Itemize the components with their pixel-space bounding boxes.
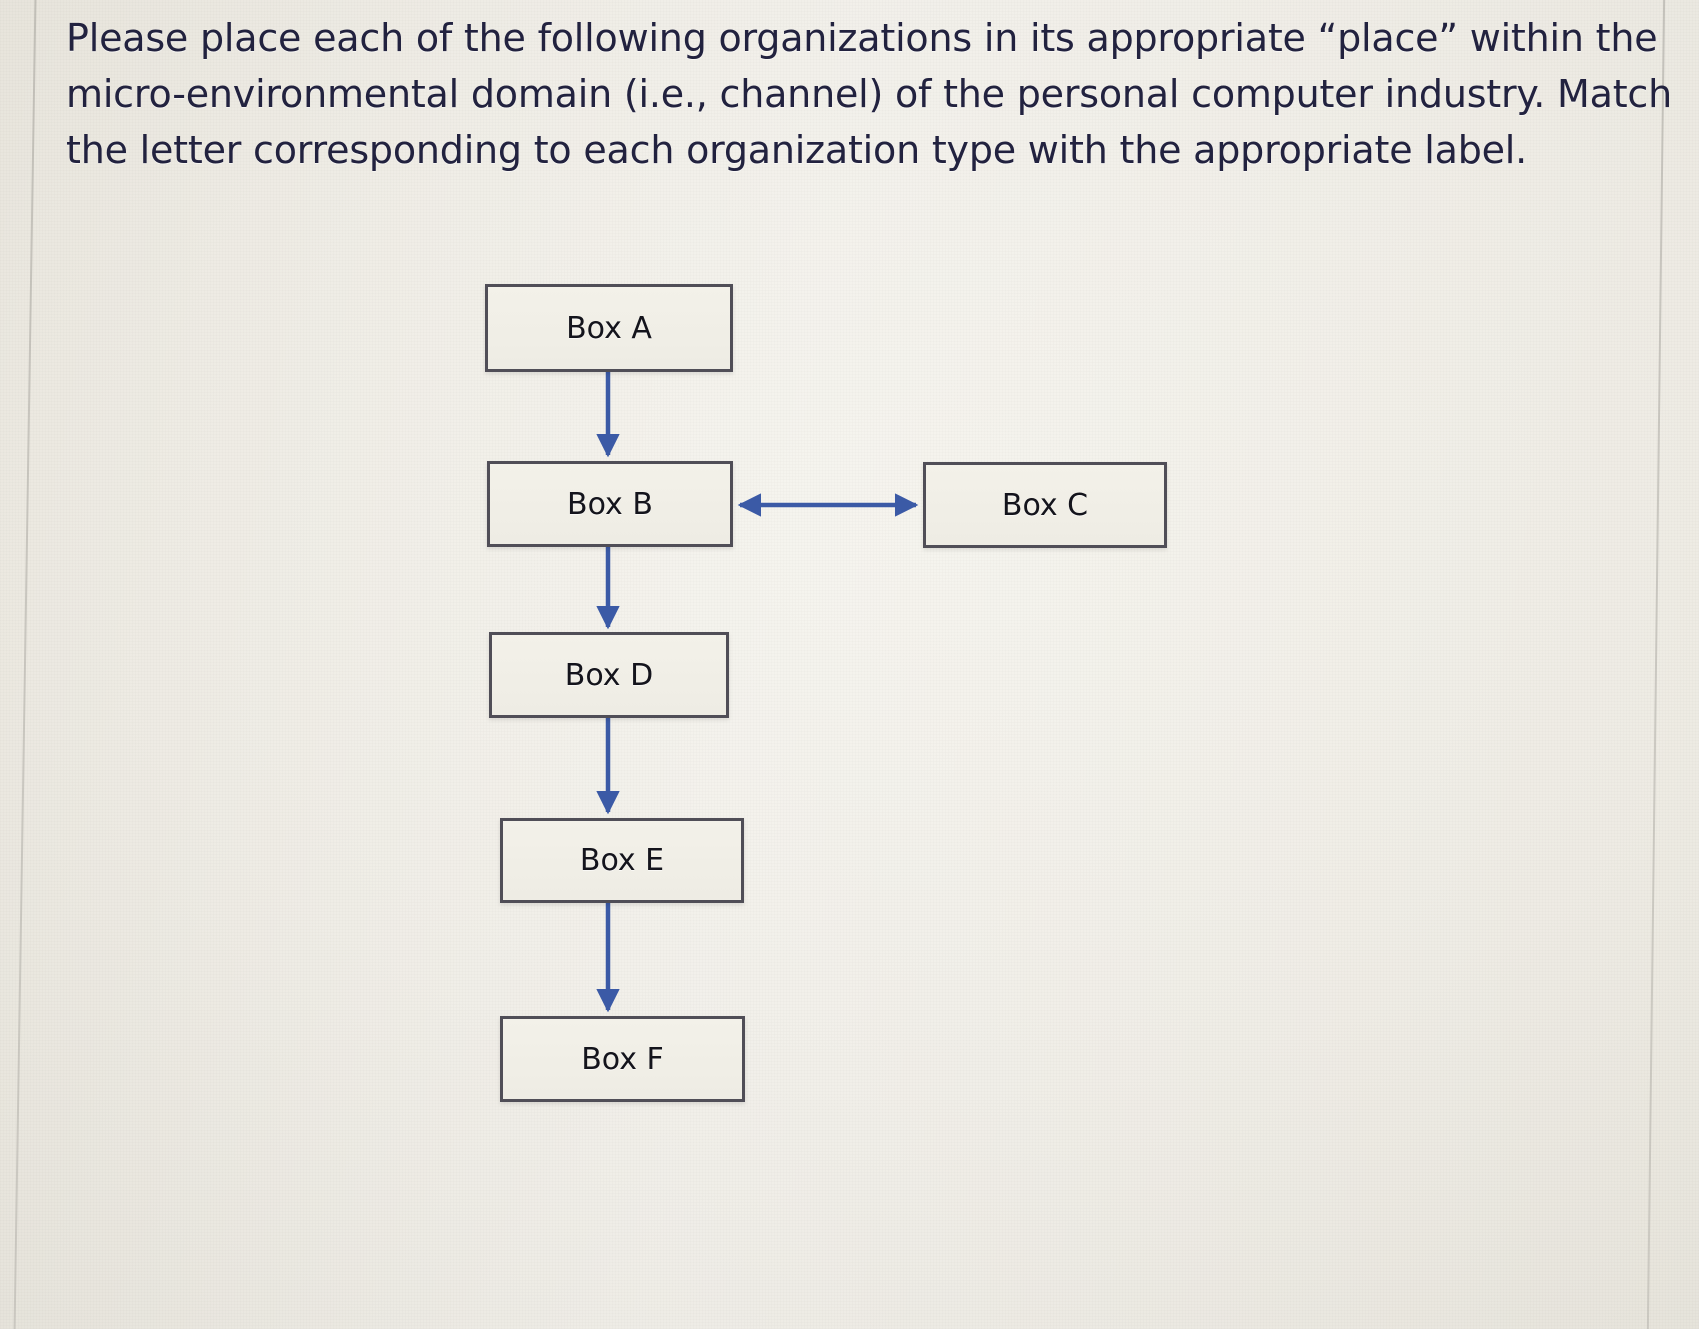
question-prompt: Please place each of the following organ… bbox=[66, 10, 1673, 178]
node-label-box-c: Box C bbox=[1001, 487, 1089, 523]
flowchart-node-box-e[interactable]: Box E bbox=[500, 818, 744, 903]
flowchart-node-box-d[interactable]: Box D bbox=[489, 632, 729, 718]
prompt-line-2: micro-environmental domain (i.e., channe… bbox=[66, 72, 1673, 116]
node-label-box-a: Box A bbox=[566, 310, 652, 346]
prompt-line-1: Please place each of the following organ… bbox=[66, 16, 1658, 60]
node-label-box-b: Box B bbox=[567, 486, 653, 522]
flowchart-node-box-f[interactable]: Box F bbox=[500, 1016, 745, 1102]
flowchart-node-box-c[interactable]: Box C bbox=[923, 462, 1167, 548]
prompt-line-3: the letter corresponding to each organiz… bbox=[66, 128, 1528, 172]
node-label-box-d: Box D bbox=[564, 657, 654, 693]
flowchart-node-box-b[interactable]: Box B bbox=[487, 461, 733, 547]
flowchart-node-box-a[interactable]: Box A bbox=[485, 284, 733, 372]
node-label-box-e: Box E bbox=[579, 843, 665, 878]
node-label-box-f: Box F bbox=[581, 1041, 664, 1077]
